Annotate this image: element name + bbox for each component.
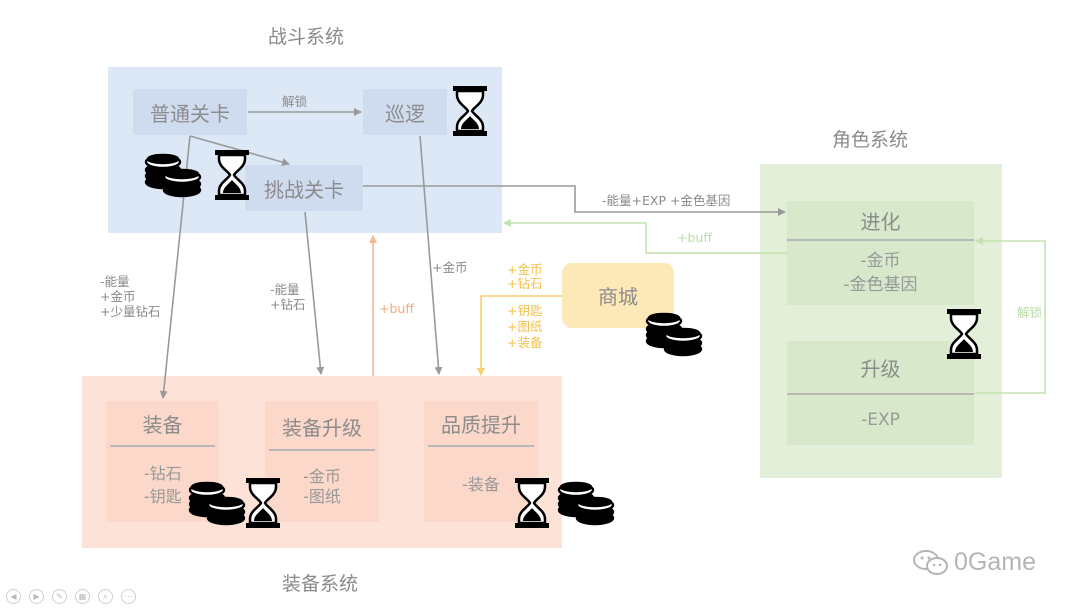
battle-system-title: 战斗系统 bbox=[268, 26, 345, 48]
evolution-cost-line: -金币 bbox=[860, 251, 901, 271]
patrol-box: 巡逻 bbox=[363, 89, 447, 135]
hourglass-icon bbox=[947, 309, 981, 359]
divider bbox=[787, 239, 974, 241]
buff-green-label: +buff bbox=[677, 230, 712, 245]
equipment-system-title: 装备系统 bbox=[282, 573, 359, 595]
shop-item-line: +装备 bbox=[507, 335, 543, 350]
shop-label: 商城 bbox=[598, 285, 638, 309]
pen-icon[interactable]: ✎ bbox=[52, 589, 67, 604]
challenge-stage-box: 挑战关卡 bbox=[245, 165, 363, 211]
quality-upgrade-title: 品质提升 bbox=[441, 412, 521, 437]
equip-cost-labels: -能量 +金币 +少量钻石 bbox=[100, 274, 160, 319]
equip-cost-line: +金币 bbox=[100, 289, 136, 304]
quality-upgrade-cost-line: -装备 bbox=[462, 474, 500, 494]
shop-item-line: +钥匙 bbox=[507, 303, 543, 318]
equip-cost-line: +少量钻石 bbox=[100, 304, 161, 319]
coin-stack-icon bbox=[645, 312, 703, 357]
divider bbox=[110, 445, 215, 447]
equipment-upgrade-cost-line: -图纸 bbox=[303, 487, 341, 506]
shop-currency-labels: +金币 +钻石 bbox=[507, 263, 542, 291]
shop-items-labels: +钥匙 +图纸 +装备 bbox=[507, 303, 542, 351]
shop-currency-line: +金币 bbox=[507, 262, 543, 277]
prev-slide-icon[interactable]: ◀ bbox=[6, 589, 21, 604]
challenge-cost-line: -能量 bbox=[270, 282, 300, 297]
zoom-icon[interactable]: ⌕ bbox=[98, 589, 113, 604]
equipment-cost-line: -钻石 bbox=[144, 463, 182, 483]
levelup-cost-line: -EXP bbox=[861, 410, 900, 430]
watermark-text: 0Game bbox=[954, 548, 1036, 576]
equip-cost-line: -能量 bbox=[100, 274, 130, 289]
more-icon[interactable]: ⋯ bbox=[121, 589, 136, 604]
divider bbox=[269, 449, 375, 451]
arrow-challenge-to-upgrade bbox=[304, 211, 325, 375]
character-system-title: 角色系统 bbox=[832, 129, 909, 151]
divider bbox=[428, 445, 534, 447]
hourglass-icon bbox=[515, 478, 549, 528]
next-slide-icon[interactable]: ▶ bbox=[29, 589, 44, 604]
to-character-label: -能量+EXP +金色基因 bbox=[602, 193, 731, 208]
hourglass-icon bbox=[246, 478, 280, 528]
quality-upgrade-card: 品质提升 -装备 bbox=[424, 401, 538, 522]
evolution-cost-line: -金色基因 bbox=[843, 275, 918, 295]
normal-stage-box: 普通关卡 bbox=[133, 89, 247, 135]
coin-stack-icon bbox=[144, 153, 202, 198]
watermark: 0Game bbox=[912, 548, 1036, 577]
shop-currency-line: +钻石 bbox=[507, 276, 543, 291]
coin-stack-icon bbox=[188, 481, 246, 526]
buff-orange-label: +buff bbox=[379, 301, 414, 316]
shop-item-line: +图纸 bbox=[507, 319, 543, 334]
equipment-card-title: 装备 bbox=[142, 412, 183, 437]
coin-stack-icon bbox=[557, 481, 615, 526]
patrol-gold-label: +金币 bbox=[432, 260, 468, 275]
patrol-label: 巡逻 bbox=[385, 101, 425, 126]
grid-icon[interactable]: ▦ bbox=[75, 589, 90, 604]
evolution-card: 进化 -金币 -金色基因 bbox=[787, 201, 974, 305]
arrow-buff-green bbox=[503, 219, 787, 254]
hourglass-icon bbox=[453, 86, 487, 136]
unlock-patrol-label: 解锁 bbox=[282, 94, 308, 109]
unlock-right-label: 解锁 bbox=[1017, 305, 1043, 320]
equipment-cost-line: -钥匙 bbox=[144, 486, 182, 506]
levelup-card: 升级 -EXP bbox=[787, 341, 974, 445]
challenge-cost-labels: -能量 +钻石 bbox=[270, 282, 305, 312]
divider bbox=[787, 393, 974, 395]
equipment-upgrade-title: 装备升级 bbox=[282, 415, 362, 440]
evolution-title: 进化 bbox=[860, 209, 901, 234]
challenge-cost-line: +钻石 bbox=[270, 297, 306, 312]
equipment-upgrade-card: 装备升级 -金币 -图纸 bbox=[265, 401, 379, 522]
levelup-title: 升级 bbox=[860, 356, 901, 381]
equipment-upgrade-cost-line: -金币 bbox=[303, 467, 341, 486]
normal-stage-label: 普通关卡 bbox=[150, 101, 230, 126]
challenge-stage-label: 挑战关卡 bbox=[264, 177, 344, 202]
hourglass-icon bbox=[215, 150, 249, 200]
wechat-icon bbox=[913, 549, 948, 575]
